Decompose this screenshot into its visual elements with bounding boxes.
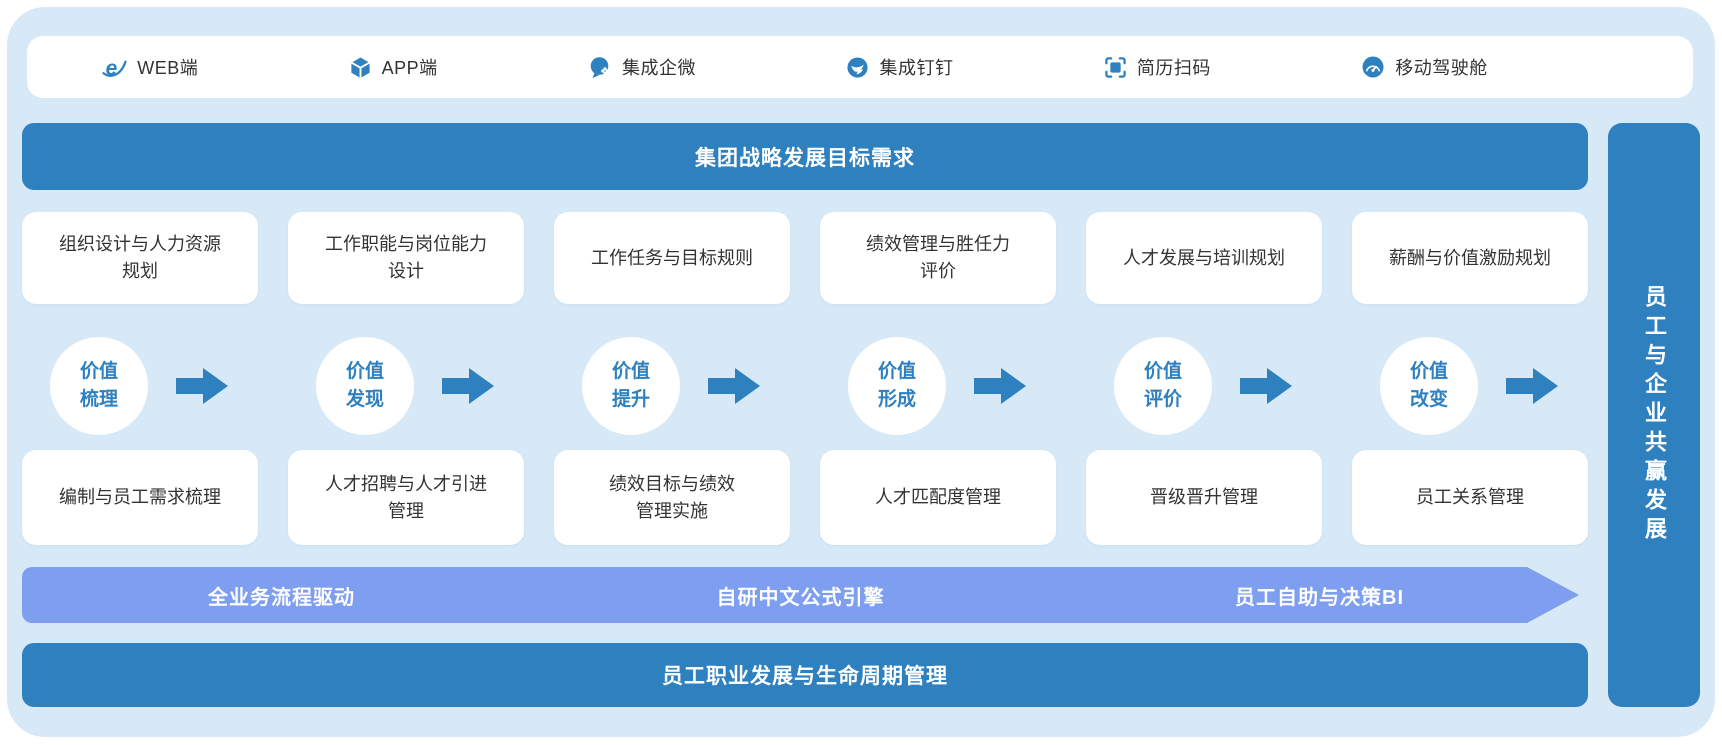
value-circle: 价值 发现	[316, 337, 414, 435]
platform-label: WEB端	[137, 58, 199, 78]
bottom-card: 晋级晋升管理	[1086, 450, 1322, 545]
resume-scan-icon	[1104, 56, 1127, 79]
bottom-card: 员工关系管理	[1352, 450, 1588, 545]
value-step: 价值 梳理	[22, 336, 258, 436]
dingtalk-icon	[846, 56, 869, 79]
value-circle: 价值 梳理	[50, 337, 148, 435]
bottom-card: 人才招聘与人才引进 管理	[288, 450, 524, 545]
right-arrow-icon	[176, 365, 230, 407]
capability-arrow-banner: 全业务流程驱动 自研中文公式引擎 员工自助与决策BI	[22, 567, 1579, 623]
strategy-banner: 集团战略发展目标需求	[22, 123, 1588, 190]
top-card: 工作任务与目标规则	[554, 212, 790, 304]
outcome-bar: 员工与企业共赢发展	[1608, 123, 1700, 707]
bottom-card-row: 编制与员工需求梳理 人才招聘与人才引进 管理 绩效目标与绩效 管理实施 人才匹配…	[22, 450, 1588, 545]
value-circle: 价值 评价	[1114, 337, 1212, 435]
value-step: 价值 改变	[1352, 336, 1588, 436]
wecom-bubble-icon	[588, 55, 612, 79]
platform-item-resume-scan: 简历扫码	[1104, 54, 1211, 80]
platform-label: 集成企微	[622, 58, 697, 78]
value-circle-row: 价值 梳理 价值 发现 价值 提升 价值 形成 价值 评价	[22, 336, 1588, 436]
lifecycle-banner-label: 员工职业发展与生命周期管理	[662, 665, 948, 688]
diagram-panel: e WEB端 APP端	[7, 7, 1715, 737]
ie-browser-icon: e	[102, 55, 127, 80]
lifecycle-banner: 员工职业发展与生命周期管理	[22, 643, 1588, 707]
platform-item-web: e WEB端	[102, 54, 198, 80]
app-cube-icon	[349, 56, 372, 79]
svg-text:e: e	[106, 56, 118, 79]
right-arrow-icon	[708, 365, 762, 407]
value-step: 价值 发现	[288, 336, 524, 436]
value-circle: 价值 提升	[582, 337, 680, 435]
capability-label: 员工自助与决策BI	[1235, 586, 1404, 609]
platform-label: 简历扫码	[1136, 58, 1211, 78]
strategy-banner-label: 集团战略发展目标需求	[695, 146, 915, 170]
platform-item-mobile-dashboard: 移动驾驶舱	[1361, 54, 1488, 80]
platform-label: 移动驾驶舱	[1395, 58, 1488, 78]
bottom-card: 绩效目标与绩效 管理实施	[554, 450, 790, 545]
value-circle: 价值 改变	[1380, 337, 1478, 435]
top-card: 薪酬与价值激励规划	[1352, 212, 1588, 304]
right-arrow-icon	[442, 365, 496, 407]
right-arrow-icon	[1240, 365, 1294, 407]
value-step: 价值 形成	[820, 336, 1056, 436]
right-arrow-icon	[1506, 365, 1560, 407]
top-card: 工作职能与岗位能力 设计	[288, 212, 524, 304]
mobile-dashboard-icon	[1361, 55, 1385, 79]
bottom-card: 人才匹配度管理	[820, 450, 1056, 545]
bottom-card: 编制与员工需求梳理	[22, 450, 258, 545]
platform-label: 集成钉钉	[879, 58, 954, 78]
top-card: 绩效管理与胜任力 评价	[820, 212, 1056, 304]
platform-bar: e WEB端 APP端	[27, 36, 1693, 98]
capability-label: 自研中文公式引擎	[716, 586, 885, 609]
platform-label: APP端	[381, 58, 438, 78]
platform-item-app: APP端	[349, 54, 438, 80]
right-arrow-icon	[974, 365, 1028, 407]
value-step: 价值 提升	[554, 336, 790, 436]
platform-item-dingtalk: 集成钉钉	[846, 54, 953, 80]
value-circle: 价值 形成	[848, 337, 946, 435]
outcome-bar-label: 员工与企业共赢发展	[1642, 284, 1667, 546]
value-step: 价值 评价	[1086, 336, 1322, 436]
capability-label: 全业务流程驱动	[208, 586, 355, 609]
top-card: 人才发展与培训规划	[1086, 212, 1322, 304]
platform-item-wecom: 集成企微	[588, 54, 696, 80]
top-card-row: 组织设计与人力资源 规划 工作职能与岗位能力 设计 工作任务与目标规则 绩效管理…	[22, 212, 1588, 304]
top-card: 组织设计与人力资源 规划	[22, 212, 258, 304]
